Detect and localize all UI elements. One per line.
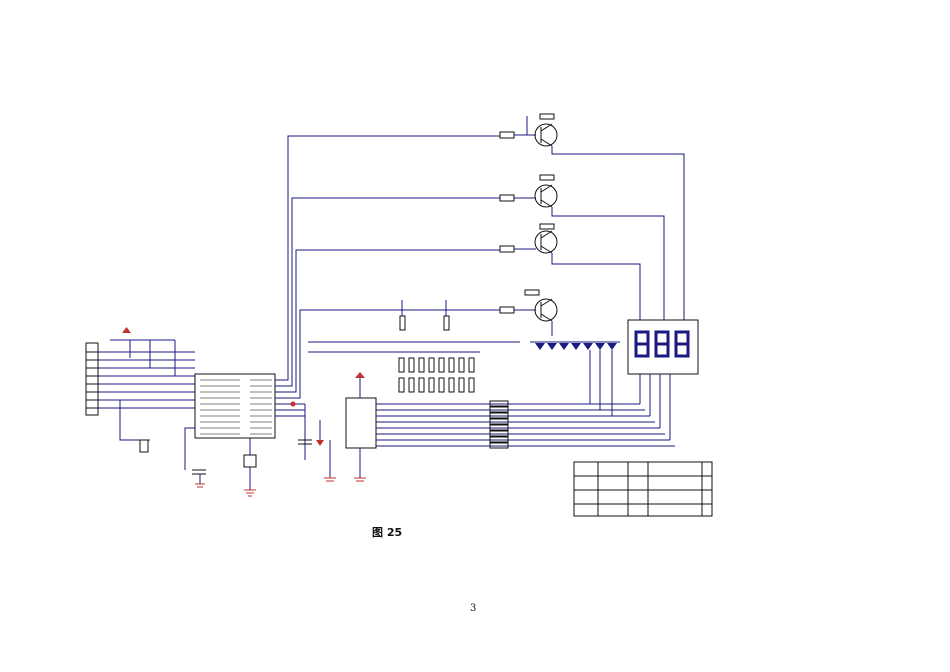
transistor-stage-1	[499, 113, 685, 320]
figure-caption: 图 25	[372, 526, 403, 539]
transistor-stage-2	[499, 174, 665, 320]
digit-select-wires	[275, 135, 500, 417]
oscillator-and-reset	[119, 400, 257, 497]
vcc-symbol	[122, 327, 131, 333]
connector-bus-wires	[98, 339, 195, 409]
reset-circuit	[298, 372, 366, 482]
transistor-stage-3	[499, 223, 641, 320]
seven-segment-display	[627, 319, 699, 375]
junction-dot	[290, 401, 296, 407]
bus-resistors	[489, 400, 509, 449]
transistor-stage-4	[499, 289, 558, 336]
mcu-u1	[194, 373, 276, 439]
resistor-array	[398, 300, 480, 393]
segment-data-bus	[308, 341, 675, 447]
driver-ic-u2	[345, 397, 377, 449]
page-number: 3	[470, 603, 477, 614]
led-row	[530, 341, 620, 350]
title-block	[573, 461, 713, 517]
connector-j1	[85, 342, 99, 416]
